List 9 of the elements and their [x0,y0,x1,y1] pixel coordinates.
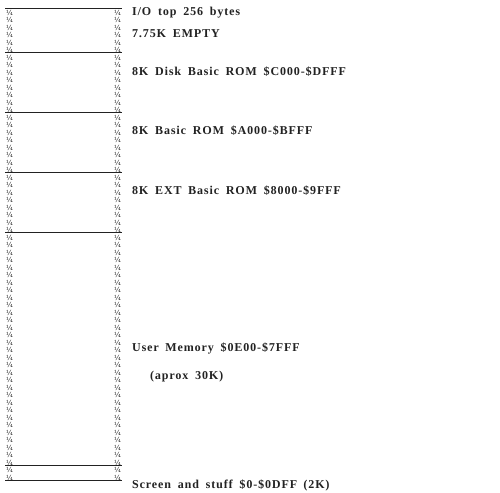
region-label: 7.75K EMPTY [132,26,221,40]
region-label: Screen and stuff $0-$0DFF (2K) [132,477,330,491]
region-label: (aprox 30K) [150,368,224,382]
region-label: 8K Basic ROM $A000-$BFFF [132,123,314,137]
region-label: 8K Disk Basic ROM $C000-$DFFF [132,64,347,78]
region-label: 8K EXT Basic ROM $8000-$9FFF [132,183,342,197]
region-label: User Memory $0E00-$7FFF [132,340,300,354]
region-label: I/O top 256 bytes [132,4,241,18]
memory-region [5,8,122,53]
